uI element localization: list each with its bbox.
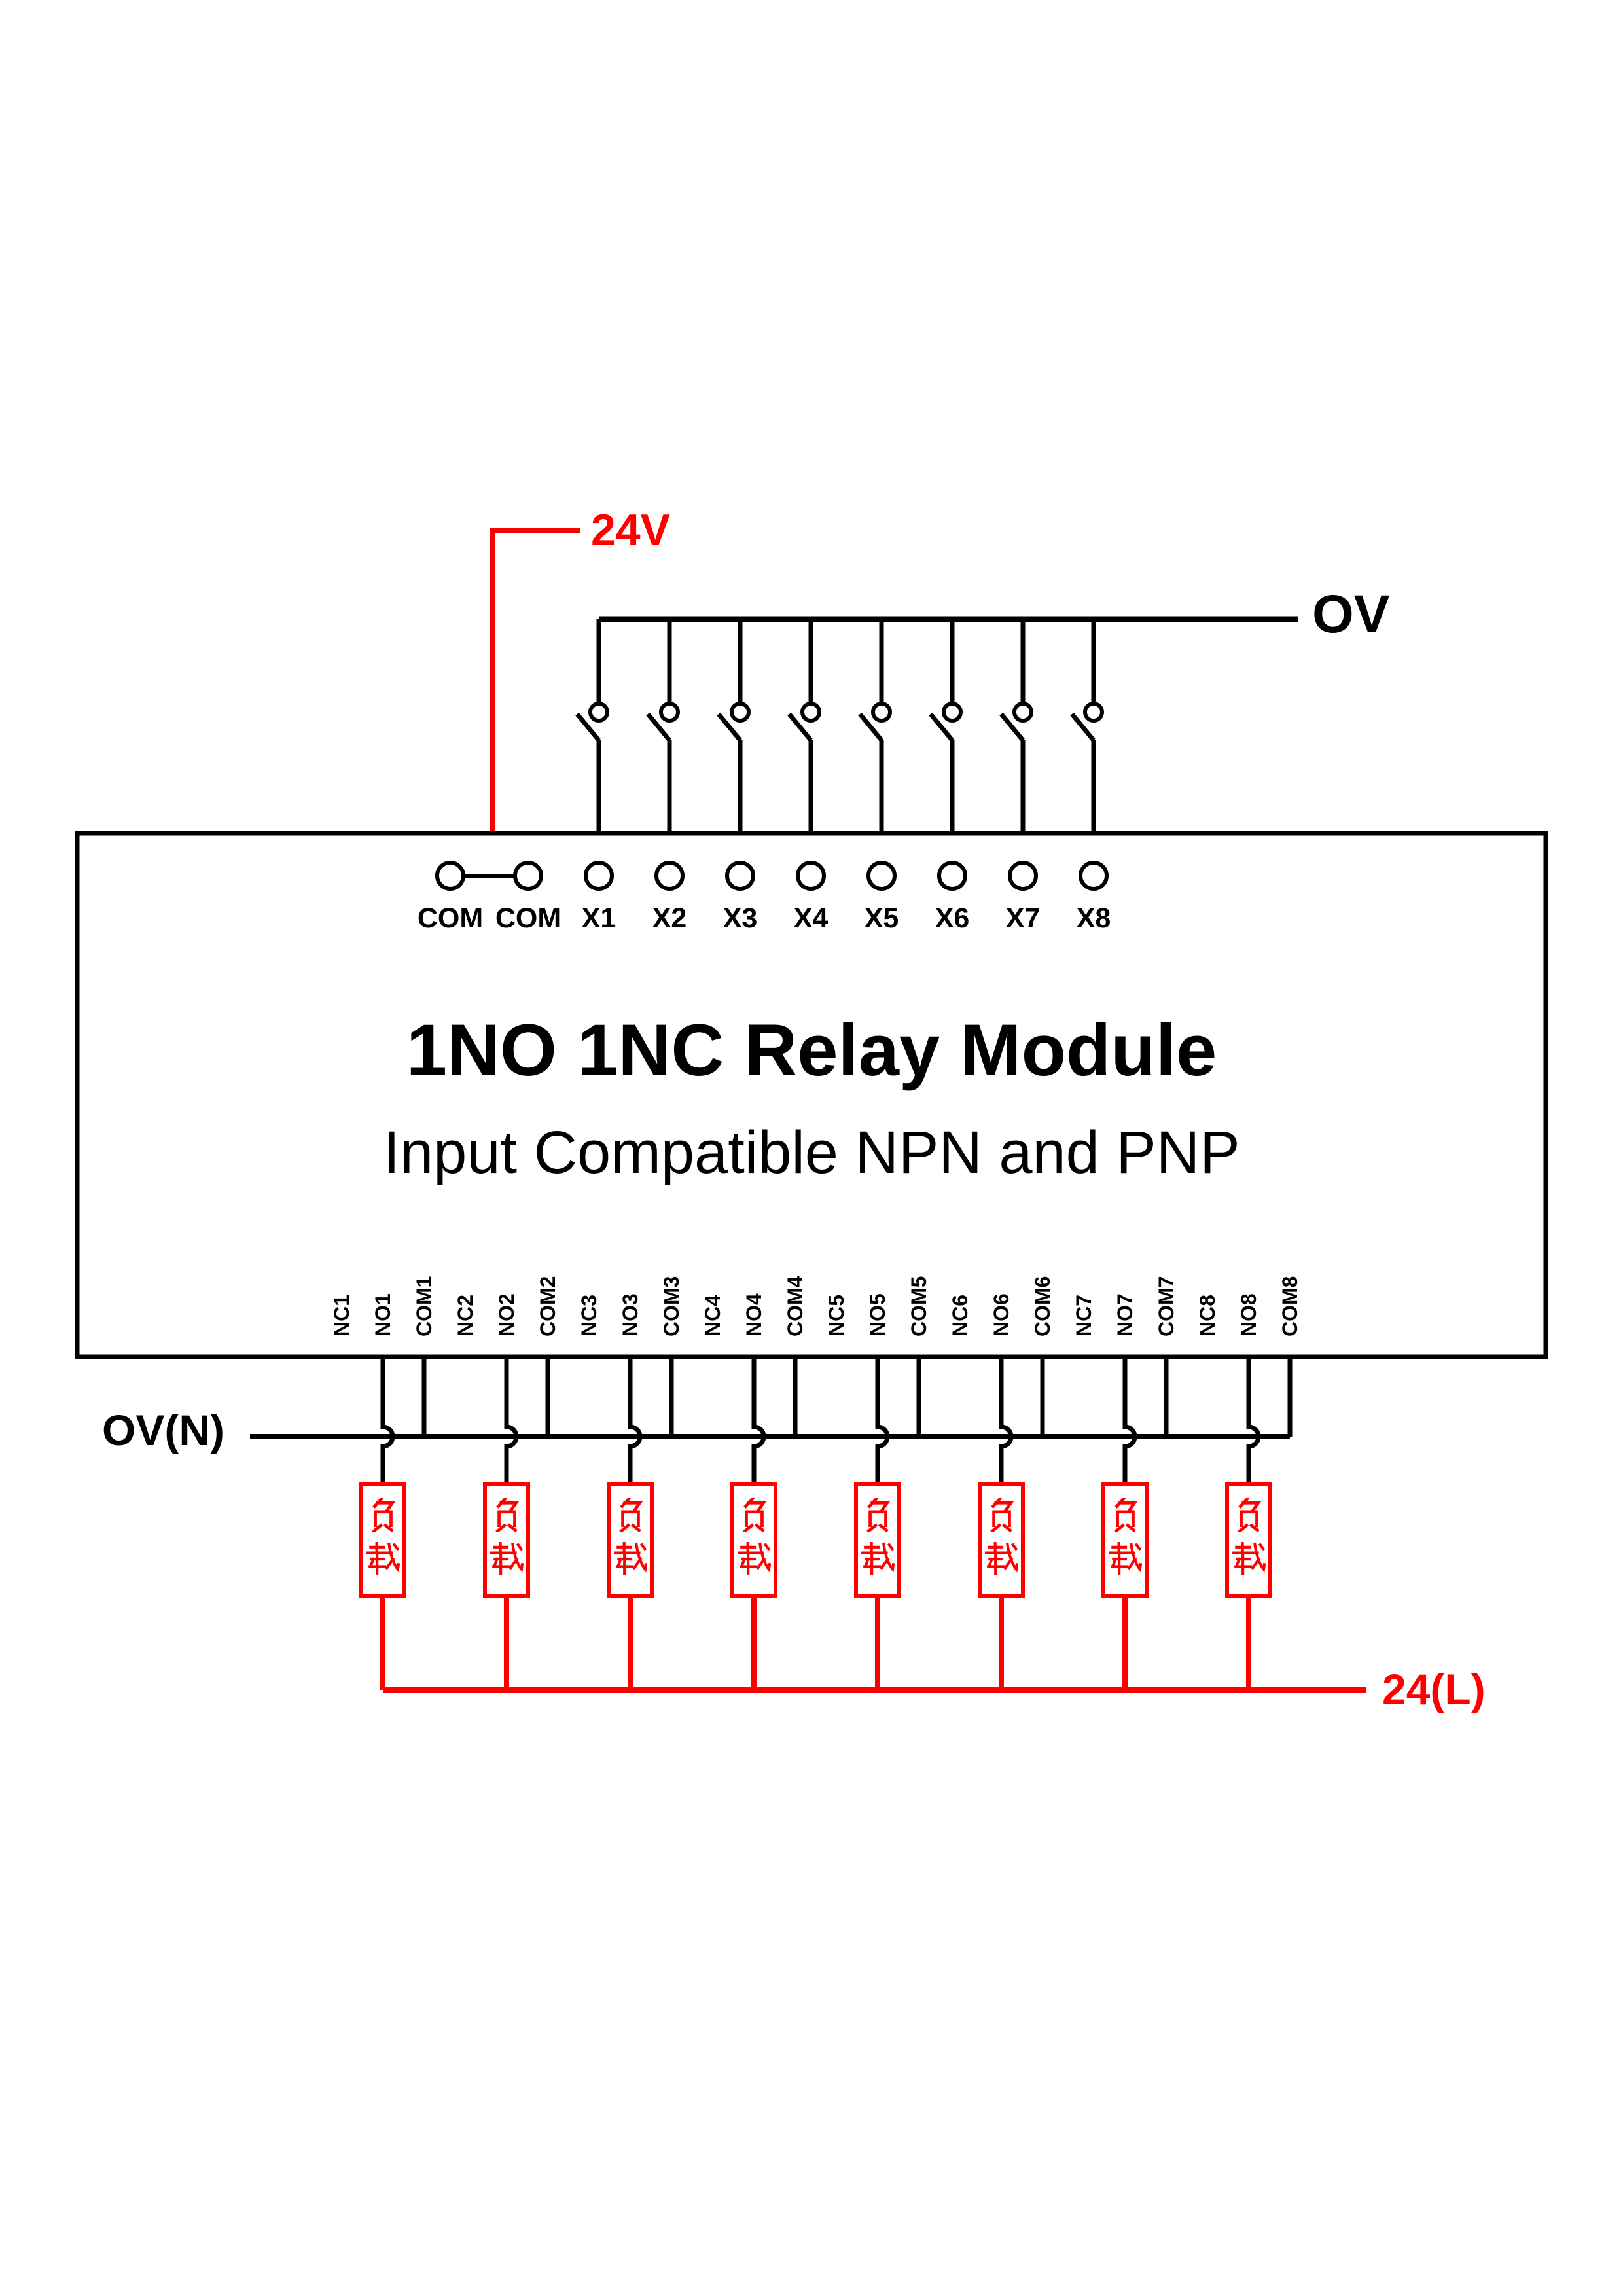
input-switch	[1072, 619, 1102, 833]
output-channel	[856, 1357, 919, 1690]
bottom-terminal-label: COM6	[1031, 1276, 1054, 1336]
input-switch	[719, 619, 749, 833]
top-terminal-label: COM	[495, 903, 562, 934]
terminal-circle	[1010, 863, 1036, 889]
bottom-terminal-label: NO3	[618, 1293, 642, 1336]
bottom-terminal-label: NC7	[1072, 1294, 1096, 1336]
terminal-circle	[437, 863, 463, 889]
terminal-circle	[656, 863, 683, 889]
top-terminal-label: X2	[652, 903, 687, 934]
terminal-circle	[586, 863, 612, 889]
input-switches	[577, 619, 1102, 833]
terminal-circle	[515, 863, 541, 889]
terminal-circle	[939, 863, 965, 889]
label-24l: 24(L)	[1382, 1665, 1486, 1713]
input-switch	[860, 619, 890, 833]
output-channel	[1103, 1357, 1166, 1690]
label-24v: 24V	[591, 505, 670, 555]
top-terminal-label: X7	[1005, 903, 1041, 934]
input-switch	[648, 619, 678, 833]
top-terminal-label: X6	[935, 903, 970, 934]
bottom-terminal-label: NO5	[866, 1293, 889, 1336]
bottom-terminal-label: COM1	[412, 1276, 436, 1336]
terminal-circle	[868, 863, 895, 889]
bottom-terminal-label: NC6	[948, 1294, 972, 1336]
supply-24v-wire	[490, 528, 580, 833]
output-channels	[361, 1357, 1290, 1690]
bottom-terminal-label: COM8	[1278, 1276, 1302, 1336]
bottom-terminal-label: NO8	[1237, 1293, 1260, 1336]
bottom-terminal-label: NC2	[454, 1294, 477, 1336]
module-title: 1NO 1NC Relay Module	[406, 1009, 1217, 1091]
module-subtitle: Input Compatible NPN and PNP	[383, 1119, 1240, 1186]
input-switch	[577, 619, 607, 833]
bottom-terminal-label: COM3	[660, 1276, 683, 1336]
output-channel	[1227, 1357, 1290, 1690]
output-channel	[980, 1357, 1043, 1690]
top-terminal-label: X5	[864, 903, 899, 934]
label-ov: OV	[1312, 584, 1390, 644]
top-terminal-label: X8	[1076, 903, 1111, 934]
input-switch	[931, 619, 961, 833]
bottom-terminal-label: COM2	[536, 1276, 560, 1336]
bottom-terminal-label: COM5	[907, 1276, 931, 1336]
bottom-terminal-label: NO4	[742, 1293, 766, 1336]
input-switch	[1001, 619, 1031, 833]
label-ovn: OV(N)	[102, 1406, 224, 1454]
bottom-terminal-label: NO1	[371, 1293, 395, 1336]
output-channel	[732, 1357, 795, 1690]
bottom-terminal-label: NC1	[330, 1294, 353, 1336]
top-terminal-label: X1	[581, 903, 616, 934]
bottom-terminal-label: NC8	[1196, 1294, 1219, 1336]
output-channel	[361, 1357, 424, 1690]
top-terminal-circles	[437, 863, 1107, 889]
bottom-terminal-label: NC5	[825, 1294, 848, 1336]
terminal-circle	[1080, 863, 1107, 889]
top-terminal-label: COM	[417, 903, 484, 934]
terminal-circle	[727, 863, 753, 889]
bottom-terminal-label: NO6	[990, 1293, 1013, 1336]
input-switch	[789, 619, 819, 833]
module-outline	[75, 831, 1548, 1359]
top-terminal-label: X4	[793, 903, 829, 934]
bottom-terminal-label: COM4	[783, 1276, 807, 1336]
bottom-terminal-label: NO2	[495, 1293, 518, 1336]
bottom-terminal-label: NO7	[1113, 1293, 1137, 1336]
terminal-circle	[798, 863, 824, 889]
bottom-terminal-label: COM7	[1154, 1276, 1178, 1336]
bottom-terminal-label: NC4	[701, 1294, 724, 1336]
top-terminal-label: X3	[722, 903, 758, 934]
bottom-terminal-label: NC3	[577, 1294, 601, 1336]
output-channel	[609, 1357, 671, 1690]
output-channel	[485, 1357, 548, 1690]
